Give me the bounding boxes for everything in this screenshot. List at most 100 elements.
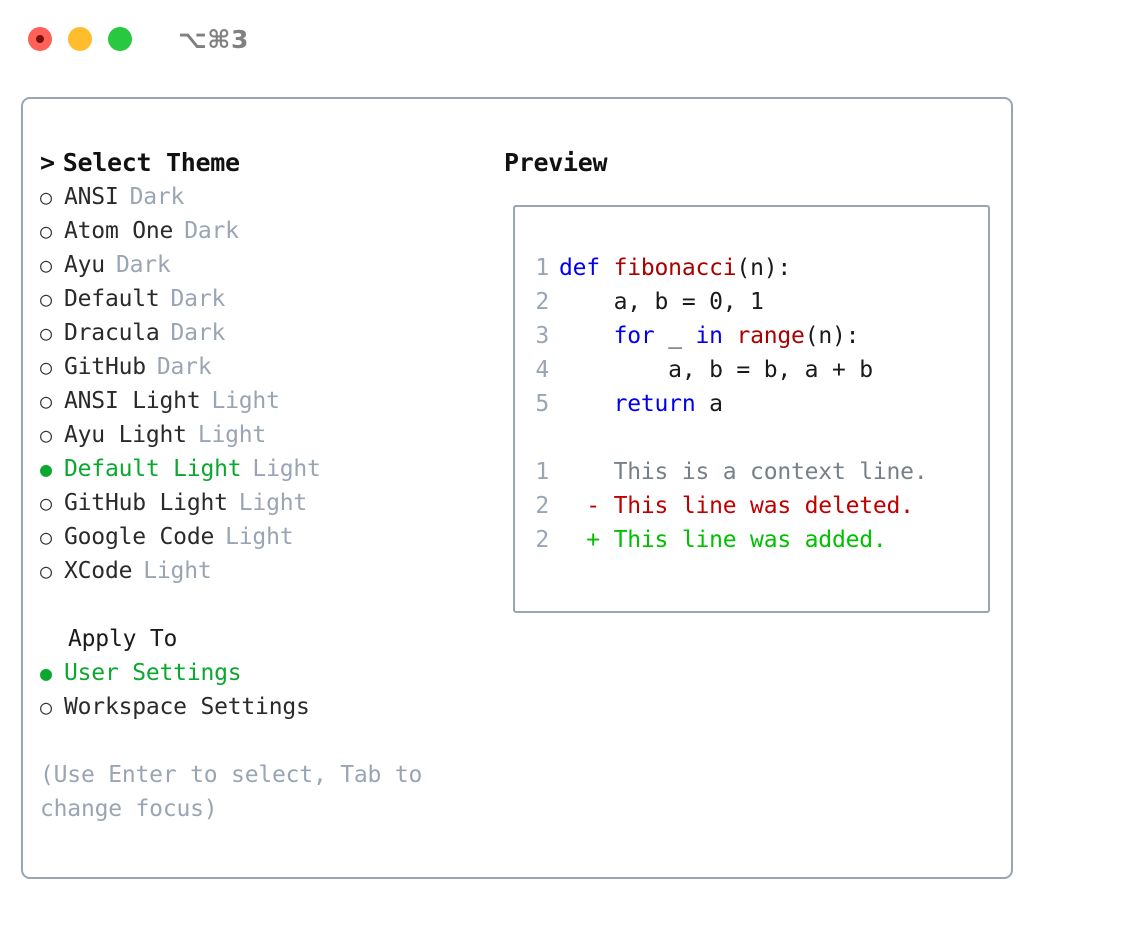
line-number: 2 bbox=[535, 527, 549, 553]
theme-option-kind: Dark bbox=[115, 252, 171, 278]
code-line-text: a, b = b, a + b bbox=[559, 353, 873, 387]
theme-option-label: ANSI Light bbox=[64, 388, 201, 414]
radio-unselected-icon: ○ bbox=[40, 185, 52, 209]
theme-option-label: Ayu bbox=[64, 252, 105, 278]
theme-option-default-light[interactable]: ● Default Light Light bbox=[40, 452, 501, 486]
theme-option-kind: Dark bbox=[170, 320, 226, 346]
diff-line-add: 2 + This line was added. bbox=[515, 523, 988, 557]
theme-option-kind: Light bbox=[143, 558, 212, 584]
code-token-plain bbox=[559, 323, 614, 349]
radio-unselected-icon: ○ bbox=[40, 695, 52, 719]
maximize-window-button[interactable] bbox=[108, 27, 132, 51]
radio-unselected-icon: ○ bbox=[40, 321, 52, 345]
theme-option-label: Atom One bbox=[64, 218, 174, 244]
theme-option-kind: Light bbox=[211, 388, 280, 414]
line-number: 5 bbox=[535, 391, 549, 417]
theme-option-ansi[interactable]: ○ ANSI Dark bbox=[40, 180, 501, 214]
theme-option-kind: Dark bbox=[184, 218, 239, 244]
theme-option-atom-one[interactable]: ○ Atom One Dark bbox=[40, 214, 501, 248]
code-token-plain: a, b = 0, 1 bbox=[559, 289, 764, 315]
theme-option-kind: Light bbox=[225, 524, 294, 550]
code-token-plain: a, b = b, a + b bbox=[559, 357, 873, 383]
diff-line-text: + This line was added. bbox=[559, 527, 887, 553]
line-number: 4 bbox=[535, 357, 549, 383]
radio-unselected-icon: ○ bbox=[40, 355, 52, 379]
code-line-text: for _ in range(n): bbox=[559, 319, 860, 353]
theme-option-ansi-light[interactable]: ○ ANSI Light Light bbox=[40, 384, 501, 418]
theme-option-label: Dracula bbox=[64, 320, 160, 346]
radio-unselected-icon: ○ bbox=[40, 559, 52, 583]
code-line: 2 a, b = 0, 1 bbox=[515, 285, 988, 319]
code-token-fn: fibonacci bbox=[613, 255, 737, 281]
select-theme-title: Select Theme bbox=[62, 148, 240, 177]
diff-line-text: This is a context line. bbox=[559, 459, 928, 485]
preview-header: Preview bbox=[504, 148, 608, 177]
apply-option-label: User Settings bbox=[64, 660, 242, 686]
theme-option-label: XCode bbox=[64, 558, 133, 584]
code-token-plain bbox=[723, 323, 737, 349]
theme-option-xcode[interactable]: ○ XCode Light bbox=[40, 554, 501, 588]
code-line: 3 for _ in range(n): bbox=[515, 319, 988, 353]
line-number: 2 bbox=[535, 289, 549, 315]
apply-option-user-settings[interactable]: ● User Settings bbox=[40, 656, 501, 690]
keyboard-hint-text: (Use Enter to select, Tab to change focu… bbox=[40, 762, 423, 822]
radio-unselected-icon: ○ bbox=[40, 389, 52, 413]
theme-option-github[interactable]: ○ GitHub Dark bbox=[40, 350, 501, 384]
code-line: 1 def fibonacci(n): bbox=[515, 251, 988, 285]
code-token-plain bbox=[559, 391, 614, 417]
theme-option-kind: Dark bbox=[129, 184, 185, 210]
theme-option-kind: Dark bbox=[156, 354, 212, 380]
radio-selected-icon: ● bbox=[40, 661, 52, 685]
prompt-caret-icon: > bbox=[40, 148, 55, 177]
window-titlebar: ⌥⌘3 bbox=[0, 0, 1140, 78]
code-token-fn: range bbox=[736, 323, 805, 349]
code-line-text: def fibonacci(n): bbox=[559, 251, 791, 285]
code-line: 5 return a bbox=[515, 387, 988, 421]
theme-option-label: ANSI bbox=[64, 184, 119, 210]
theme-option-label: Default bbox=[64, 286, 160, 312]
code-token-kw: return bbox=[613, 391, 696, 417]
keyboard-shortcut-label: ⌥⌘3 bbox=[178, 24, 249, 54]
theme-option-google-code[interactable]: ○ Google Code Light bbox=[40, 520, 501, 554]
theme-option-label: Default Light bbox=[64, 456, 242, 482]
line-number: 1 bbox=[535, 255, 549, 281]
theme-option-label: GitHub bbox=[64, 354, 146, 380]
diff-line-del: 2 - This line was deleted. bbox=[515, 489, 988, 523]
select-theme-header: >Select Theme bbox=[40, 146, 501, 180]
apply-to-header: Apply To bbox=[68, 626, 178, 652]
line-number: 3 bbox=[535, 323, 549, 349]
diff-sample: 1 This is a context line. 2 - This line w… bbox=[515, 455, 988, 557]
theme-option-kind: Dark bbox=[170, 286, 226, 312]
minimize-window-button[interactable] bbox=[68, 27, 92, 51]
code-token-kw: in bbox=[695, 323, 723, 349]
apply-option-workspace-settings[interactable]: ○ Workspace Settings bbox=[40, 690, 501, 724]
code-diff-gap bbox=[515, 421, 988, 455]
theme-option-kind: Light bbox=[252, 456, 321, 482]
close-window-button[interactable] bbox=[28, 27, 52, 51]
code-token-kw: def bbox=[559, 255, 614, 281]
diff-line-text: - This line was deleted. bbox=[559, 493, 914, 519]
radio-selected-icon: ● bbox=[40, 457, 52, 481]
code-token-plain: a bbox=[695, 391, 723, 417]
code-token-plain: (n): bbox=[804, 323, 860, 349]
code-token-kw: for bbox=[613, 323, 655, 349]
theme-option-dracula[interactable]: ○ Dracula Dark bbox=[40, 316, 501, 350]
code-line-text: a, b = 0, 1 bbox=[559, 285, 764, 319]
radio-unselected-icon: ○ bbox=[40, 525, 52, 549]
line-number: 2 bbox=[535, 493, 549, 519]
apply-option-label: Workspace Settings bbox=[64, 694, 310, 720]
line-number: 1 bbox=[535, 459, 549, 485]
code-token-plain: (n): bbox=[736, 255, 792, 281]
apply-to-list[interactable]: ● User Settings ○ Workspace Settings bbox=[40, 656, 501, 724]
theme-option-label: Google Code bbox=[64, 524, 215, 550]
radio-unselected-icon: ○ bbox=[40, 219, 52, 243]
